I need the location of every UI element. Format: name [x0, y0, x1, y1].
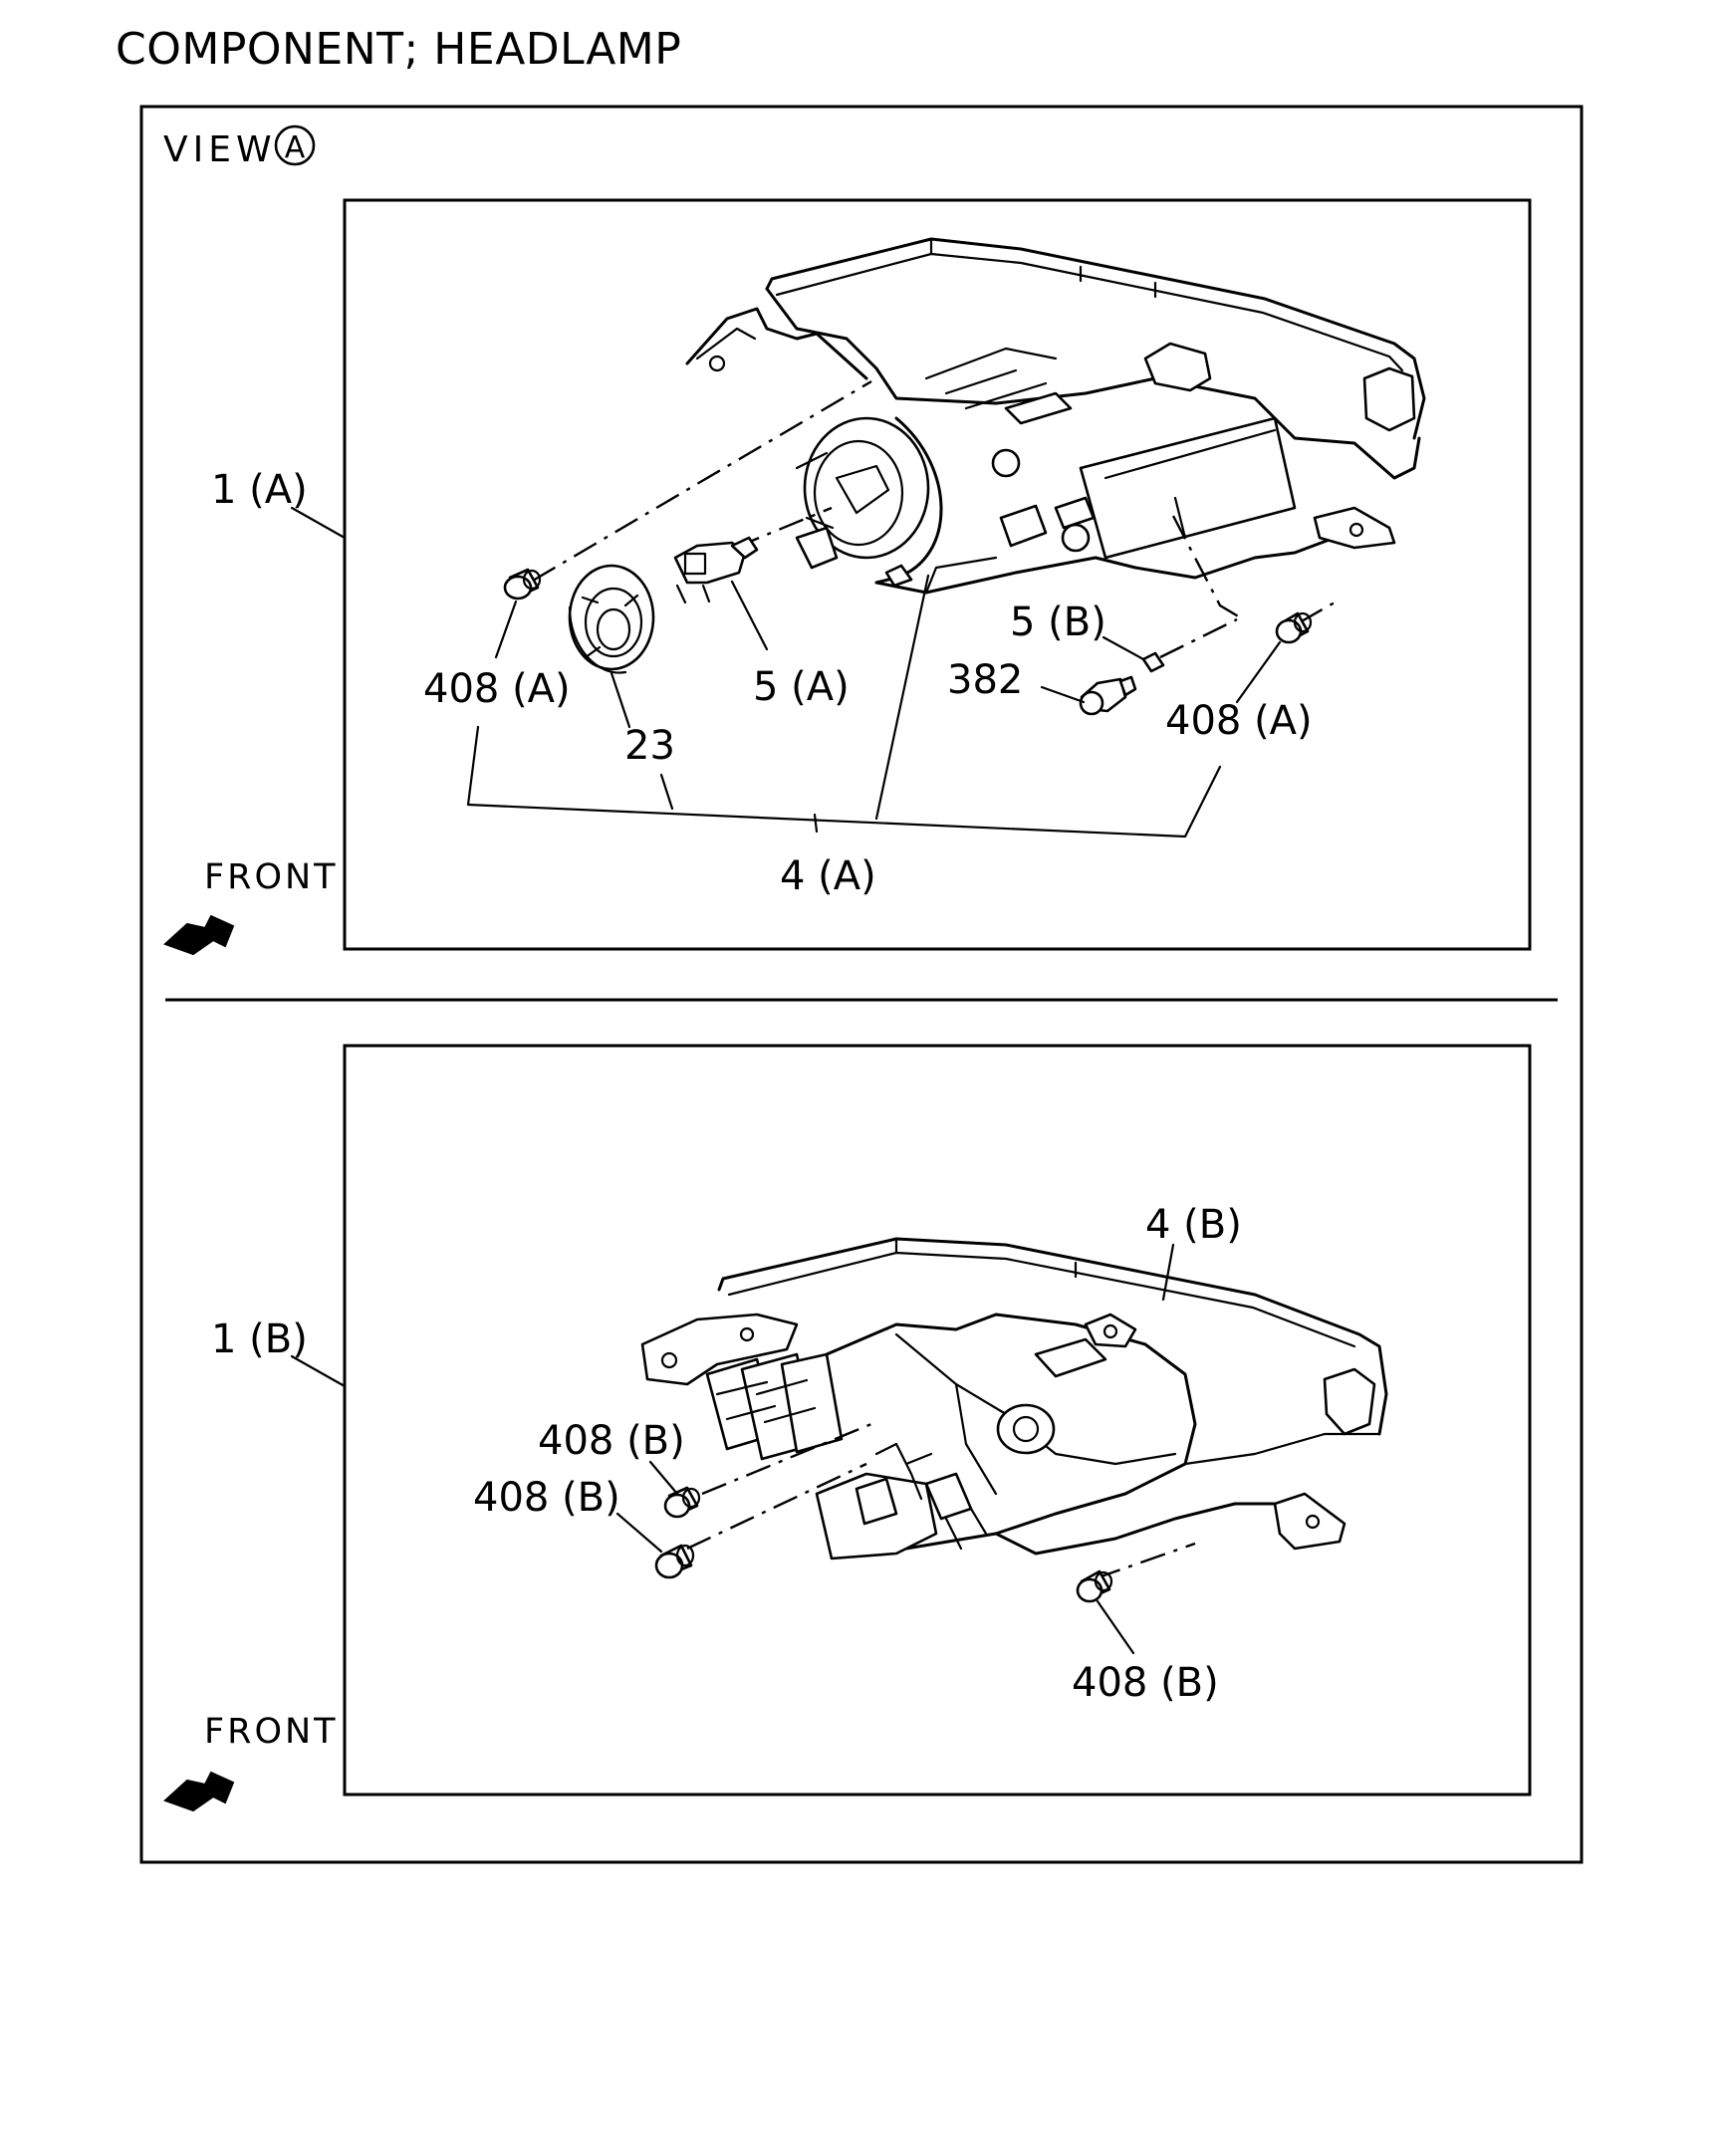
view-label: VIEW	[163, 129, 277, 170]
view-marker: A	[274, 124, 316, 166]
bulb-5b	[1141, 651, 1165, 673]
headlamp-assembly-a	[685, 237, 1426, 595]
panel-a-frame	[343, 198, 1532, 951]
callout-408a-left: 408 (A)	[423, 666, 571, 712]
callout-408b-upper: 408 (B)	[538, 1418, 685, 1464]
outer-frame	[139, 105, 1584, 1864]
headlamp-assembly-b	[640, 1237, 1388, 1560]
view-marker-letter: A	[285, 130, 306, 165]
callout-408b-right: 408 (B)	[1072, 1660, 1219, 1706]
callout-4b: 4 (B)	[1145, 1202, 1242, 1248]
bushing-408b-upper	[663, 1486, 701, 1519]
front-label-a: FRONT	[204, 857, 339, 897]
callout-408b-lower: 408 (B)	[473, 1475, 620, 1521]
parts-exploded-b	[654, 1422, 1196, 1603]
socket-382	[1079, 675, 1137, 716]
callout-408a-right: 408 (A)	[1165, 698, 1313, 744]
bushing-408b-lower	[654, 1544, 695, 1579]
bushing-408a-left	[503, 568, 542, 600]
front-label-b: FRONT	[204, 1712, 339, 1752]
front-arrow-b-icon	[163, 1771, 235, 1812]
callout-5b: 5 (B)	[1010, 599, 1106, 645]
assembly-label-1a: 1 (A)	[211, 467, 308, 513]
callout-5a: 5 (A)	[753, 664, 850, 710]
panel-b-frame	[343, 1044, 1532, 1797]
parts-exploded-a	[503, 379, 1336, 716]
bushing-408b-right	[1076, 1569, 1113, 1603]
assembly-label-1b: 1 (B)	[211, 1317, 308, 1362]
page-title: COMPONENT; HEADLAMP	[116, 24, 682, 75]
bulb-5a	[673, 536, 759, 604]
leader-lines-a	[290, 506, 1282, 838]
callout-382: 382	[947, 657, 1023, 703]
callout-4a: 4 (A)	[780, 853, 876, 899]
callout-23: 23	[624, 723, 675, 769]
cover-23	[568, 564, 655, 674]
front-arrow-a-icon	[163, 914, 235, 956]
bushing-408a-right	[1275, 611, 1313, 644]
leader-lines-b	[290, 1243, 1175, 1655]
